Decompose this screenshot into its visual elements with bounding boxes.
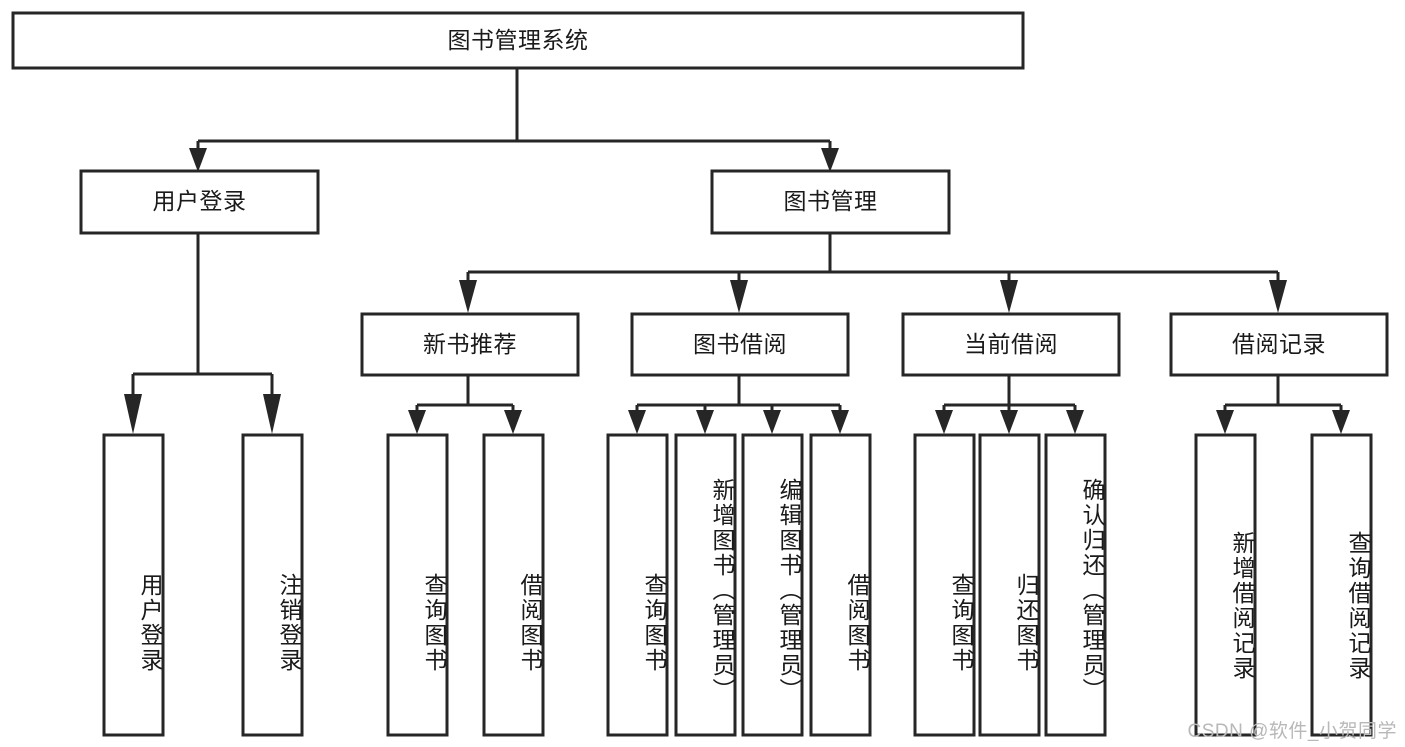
- arrow-leaf-borrow-book-1: [504, 410, 522, 434]
- node-box-current-borrow[interactable]: [901, 312, 1121, 377]
- arrow-leaf-query-book-2: [628, 410, 646, 434]
- node-box-book-manage[interactable]: [710, 169, 951, 235]
- node-box-leaf-borrow-book-1[interactable]: [482, 433, 545, 737]
- node-box-leaf-edit-book[interactable]: [741, 433, 804, 737]
- arrow-leaf-user-login: [124, 394, 142, 434]
- node-box-leaf-query-record[interactable]: [1310, 433, 1373, 737]
- arrow-leaf-borrow-book-2: [831, 410, 849, 434]
- arrow-leaf-query-book-3: [935, 410, 953, 434]
- arrow-leaf-edit-book: [763, 410, 781, 434]
- arrow-bookborrow: [730, 280, 748, 313]
- arrow-leaf-add-record: [1216, 410, 1234, 434]
- node-box-leaf-query-book-1[interactable]: [386, 433, 449, 737]
- edge-group: [124, 68, 1350, 434]
- arrow-book-manage: [821, 148, 839, 172]
- arrow-leaf-logout: [263, 394, 281, 434]
- node-box-leaf-query-book-3[interactable]: [913, 433, 976, 737]
- node-box-new-book-rec[interactable]: [360, 312, 580, 377]
- node-box-leaf-add-book[interactable]: [674, 433, 737, 737]
- node-box-group: [11, 11, 1389, 737]
- arrow-user-login: [189, 148, 207, 172]
- node-box-leaf-user-login[interactable]: [102, 433, 165, 737]
- node-box-leaf-confirm-return[interactable]: [1044, 433, 1107, 737]
- arrow-currentborrow: [1000, 280, 1018, 313]
- node-box-leaf-add-record[interactable]: [1194, 433, 1257, 737]
- node-box-leaf-return-book[interactable]: [978, 433, 1041, 737]
- arrow-newbook: [459, 280, 477, 313]
- arrow-leaf-query-record: [1332, 410, 1350, 434]
- arrow-leaf-confirm-return: [1066, 410, 1084, 434]
- node-box-leaf-query-book-2[interactable]: [606, 433, 669, 737]
- arrow-leaf-query-book-1: [408, 410, 426, 434]
- node-box-leaf-borrow-book-2[interactable]: [809, 433, 872, 737]
- node-box-root[interactable]: [11, 11, 1025, 70]
- node-box-book-borrow[interactable]: [630, 312, 850, 377]
- arrow-leaf-add-book: [696, 410, 714, 434]
- node-box-borrow-record[interactable]: [1169, 312, 1389, 377]
- arrow-leaf-return-book: [1000, 410, 1018, 434]
- arrow-borrowrecord: [1269, 280, 1287, 313]
- node-box-user-login[interactable]: [79, 169, 320, 235]
- node-box-leaf-logout[interactable]: [241, 433, 304, 737]
